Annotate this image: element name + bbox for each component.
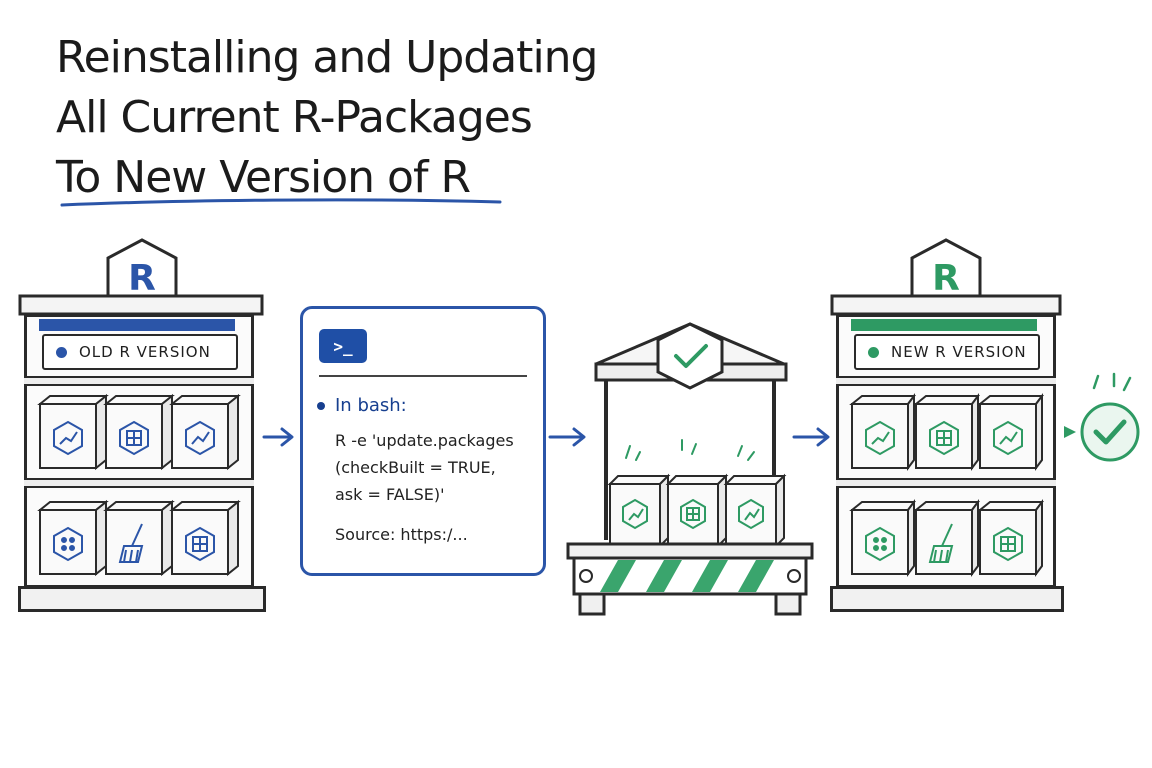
grid-table-icon <box>929 420 959 456</box>
check-circle-icon <box>1064 372 1140 462</box>
broom-icon <box>118 523 144 563</box>
old-version-label: OLD R VERSION <box>42 334 238 370</box>
line-chart-icon <box>738 498 764 530</box>
line-chart-icon <box>865 420 895 456</box>
line-chart-icon <box>53 420 83 456</box>
arrow-right-icon <box>792 427 830 447</box>
shelf-board <box>24 376 254 386</box>
old-version-shelf: R OLD R VERSION <box>18 238 268 618</box>
line-chart-icon <box>622 498 648 530</box>
new-shelf-base <box>830 586 1064 612</box>
blue-dot-icon <box>56 346 67 358</box>
title-line-2: All Current R-Packages <box>56 92 533 143</box>
code-line-2: (checkBuilt = TRUE, <box>335 458 496 477</box>
new-version-shelf: R NEW R VERSION <box>830 238 1080 618</box>
grid-table-icon <box>185 526 215 562</box>
update-station <box>566 322 814 616</box>
new-version-label: NEW R VERSION <box>854 334 1040 370</box>
broom-icon <box>928 523 954 563</box>
terminal-icon: >_ <box>319 329 367 363</box>
line-chart-icon <box>993 420 1023 456</box>
panel-heading-text: In bash: <box>335 395 407 416</box>
grid-table-icon <box>993 526 1023 562</box>
conveyor-belt <box>566 542 814 616</box>
old-packages-bottom <box>37 499 241 577</box>
svg-text:R: R <box>128 258 156 299</box>
title-line-1: Reinstalling and Updating <box>56 32 598 83</box>
dots-icon <box>53 526 83 562</box>
old-packages-top <box>37 393 241 471</box>
code-line-3: ask = FALSE)' <box>335 485 445 504</box>
new-packages-bottom <box>849 499 1044 577</box>
new-packages-top <box>849 393 1044 471</box>
shelf-board <box>836 478 1056 488</box>
title-line-3: To New Version of R <box>56 152 471 203</box>
grid-table-icon <box>119 420 149 456</box>
old-version-label-text: OLD R VERSION <box>79 343 211 361</box>
command-code: R -e 'update.packages (checkBuilt = TRUE… <box>335 427 514 508</box>
old-shelf-accent <box>39 319 235 331</box>
shelf-board <box>836 376 1056 386</box>
page-title: Reinstalling and Updating All Current R-… <box>56 28 616 208</box>
panel-heading: In bash: <box>317 395 407 416</box>
title-underline <box>60 198 502 207</box>
new-version-label-text: NEW R VERSION <box>891 343 1027 361</box>
terminal-icon-text: >_ <box>333 336 353 356</box>
bullet-icon <box>317 402 325 410</box>
grid-table-icon <box>680 498 706 530</box>
shelf-board <box>24 478 254 488</box>
arrow-right-icon <box>548 427 586 447</box>
green-dot-icon <box>868 346 879 358</box>
arrow-right-icon <box>262 427 294 447</box>
line-chart-icon <box>185 420 215 456</box>
check-icon <box>656 322 724 390</box>
dots-icon <box>865 526 895 562</box>
svg-text:R: R <box>932 258 960 299</box>
package-box <box>37 393 241 471</box>
panel-divider <box>319 375 527 377</box>
old-shelf-base <box>18 586 266 612</box>
source-link[interactable]: Source: https:/... <box>335 525 468 544</box>
code-line-1: R -e 'update.packages <box>335 431 514 450</box>
sparkle-icon <box>625 439 755 461</box>
new-shelf-accent <box>851 319 1037 331</box>
terminal-command-panel: >_ In bash: R -e 'update.packages (check… <box>300 306 546 576</box>
